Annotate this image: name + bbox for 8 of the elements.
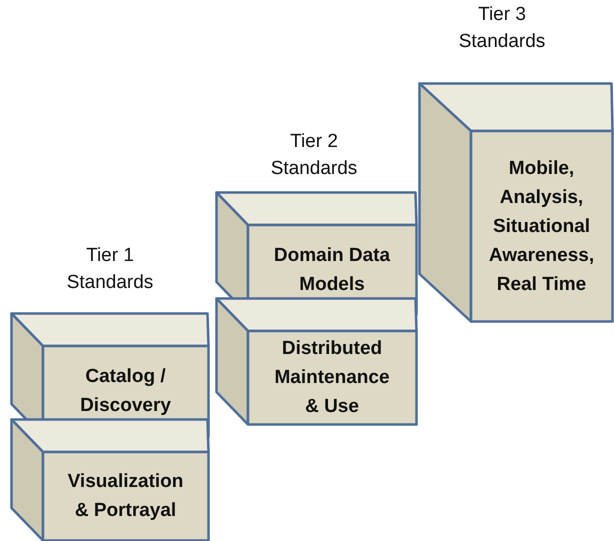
box-label: Visualization & Portrayal <box>66 470 184 523</box>
box-label: Domain Data Models <box>272 244 392 296</box>
box-label: Catalog / Discovery <box>79 365 172 418</box>
tier-heading: Tier 3 Standards <box>458 3 546 54</box>
box-label: Mobile, Analysis, Situational Awareness, Real Time <box>488 156 596 296</box>
box-label: Distributed Maintenance & Use <box>273 337 391 419</box>
tier-heading: Tier 2 Standards <box>270 130 358 181</box>
tier-heading: Tier 1 Standards <box>66 244 154 295</box>
